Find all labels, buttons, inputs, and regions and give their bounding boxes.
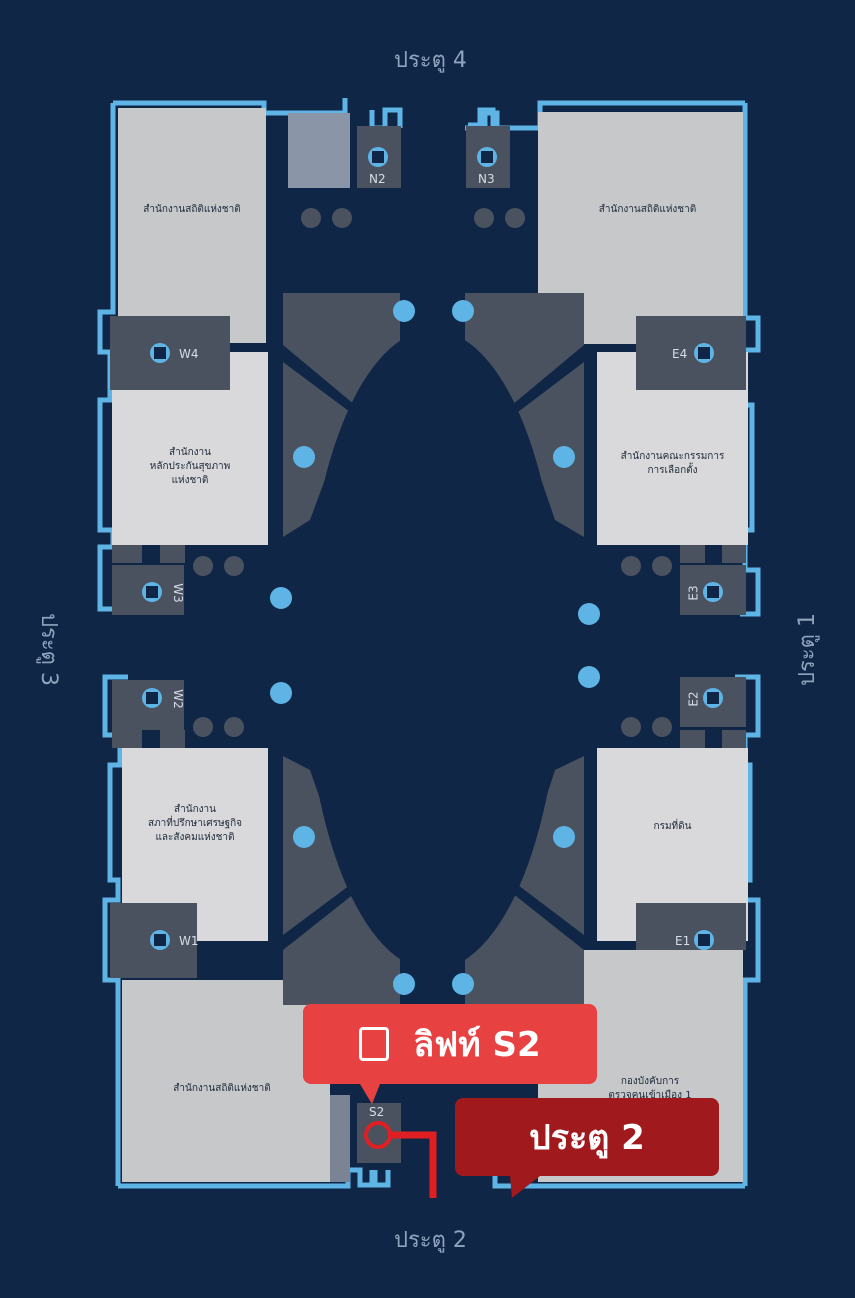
lift-callout [303, 1004, 597, 1104]
room-label-w-low: สำนักงาน สภาที่ปรึกษาเศรษฐกิจ และสังคมแห… [147, 804, 243, 843]
gate-label-bottom: ประตู 2 [394, 1228, 467, 1253]
escalator-icon [578, 666, 600, 688]
elevator-icon [703, 582, 723, 602]
elevator-icon [368, 147, 388, 167]
restroom-icon [652, 556, 672, 576]
wheelchair-icon [621, 717, 641, 737]
room-label-nw-top: สำนักงานสถิติแห่งชาติ [143, 204, 241, 215]
lift-label-w1: W1 [179, 934, 199, 948]
gate-label-top: ประตู 4 [394, 48, 467, 73]
lift-label-e1: E1 [675, 934, 691, 948]
escalator-icon [393, 973, 415, 995]
room-n-small [288, 113, 350, 188]
room-label-se-bottom: กองบังคับการ ตรวจคนเข้าเมือง 1 [608, 1076, 692, 1101]
elevator-icon [477, 147, 497, 167]
atrium-walls [283, 293, 584, 1005]
elevator-icon [142, 688, 162, 708]
elevator-icon [142, 582, 162, 602]
lift-label-e2: E2 [686, 691, 701, 707]
escalator-icon [393, 300, 415, 322]
room-label-w-mid: สำนักงาน หลักประกันสุขภาพ แห่งชาติ [149, 447, 231, 486]
stairs-icon [553, 446, 575, 468]
escalator-icon [452, 300, 474, 322]
elevator-icon [694, 930, 714, 950]
restroom-icon [505, 208, 525, 228]
wheelchair-icon [193, 717, 213, 737]
lift-label-w2: W2 [170, 689, 185, 709]
room-label-e-low: กรมที่ดิน [653, 821, 692, 832]
lift-callout-label: ลิฟท์ S2 [303, 1004, 597, 1084]
lift-label-w4: W4 [179, 347, 199, 361]
room-sw-bottom [122, 980, 330, 1182]
wheelchair-icon [193, 556, 213, 576]
escalator-icon [270, 682, 292, 704]
stairs-icon [293, 446, 315, 468]
wheelchair-icon [301, 208, 321, 228]
elevator-icon [359, 1027, 390, 1061]
restroom-icon [224, 717, 244, 737]
wheelchair-icon [474, 208, 494, 228]
escalator-icon [578, 603, 600, 625]
elevator-icon [150, 930, 170, 950]
gate-label-right: ประตู 1 [794, 613, 820, 686]
elevator-icon [703, 688, 723, 708]
lift-label-w3: W3 [170, 583, 185, 603]
lift-label-n2: N2 [369, 172, 386, 186]
restroom-icon [652, 717, 672, 737]
gate-callout-label: ประตู 2 [529, 1118, 645, 1158]
stairs-icon [553, 826, 575, 848]
room-nw-top [118, 108, 266, 343]
restroom-icon [224, 556, 244, 576]
elevator-icon [150, 343, 170, 363]
restroom-icon [332, 208, 352, 228]
elevator-icon [694, 343, 714, 363]
escalator-icon [270, 587, 292, 609]
lift-callout-text: ลิฟท์ S2 [413, 1025, 541, 1065]
gate-callout [455, 1098, 719, 1198]
stairs-icon [293, 826, 315, 848]
gate-label-left: ประตู 3 [35, 613, 61, 686]
lift-label-e3: E3 [686, 585, 701, 601]
map-icons [142, 147, 723, 995]
room-label-sw-bottom: สำนักงานสถิติแห่งชาติ [173, 1083, 271, 1094]
room-label-ne-top: สำนักงานสถิติแห่งชาติ [598, 204, 697, 215]
escalator-icon [452, 973, 474, 995]
wheelchair-icon [621, 556, 641, 576]
atrium [305, 330, 561, 970]
lift-label-n3: N3 [478, 172, 495, 186]
route-line [364, 1121, 437, 1198]
building-outline [97, 98, 761, 1189]
lift-label-s2: S2 [369, 1105, 385, 1119]
room-label-e-mid: สำนักงานคณะกรรมการ การเลือกตั้ง [620, 451, 725, 476]
lift-label-e4: E4 [672, 347, 688, 361]
elevator-icon [364, 1121, 392, 1149]
